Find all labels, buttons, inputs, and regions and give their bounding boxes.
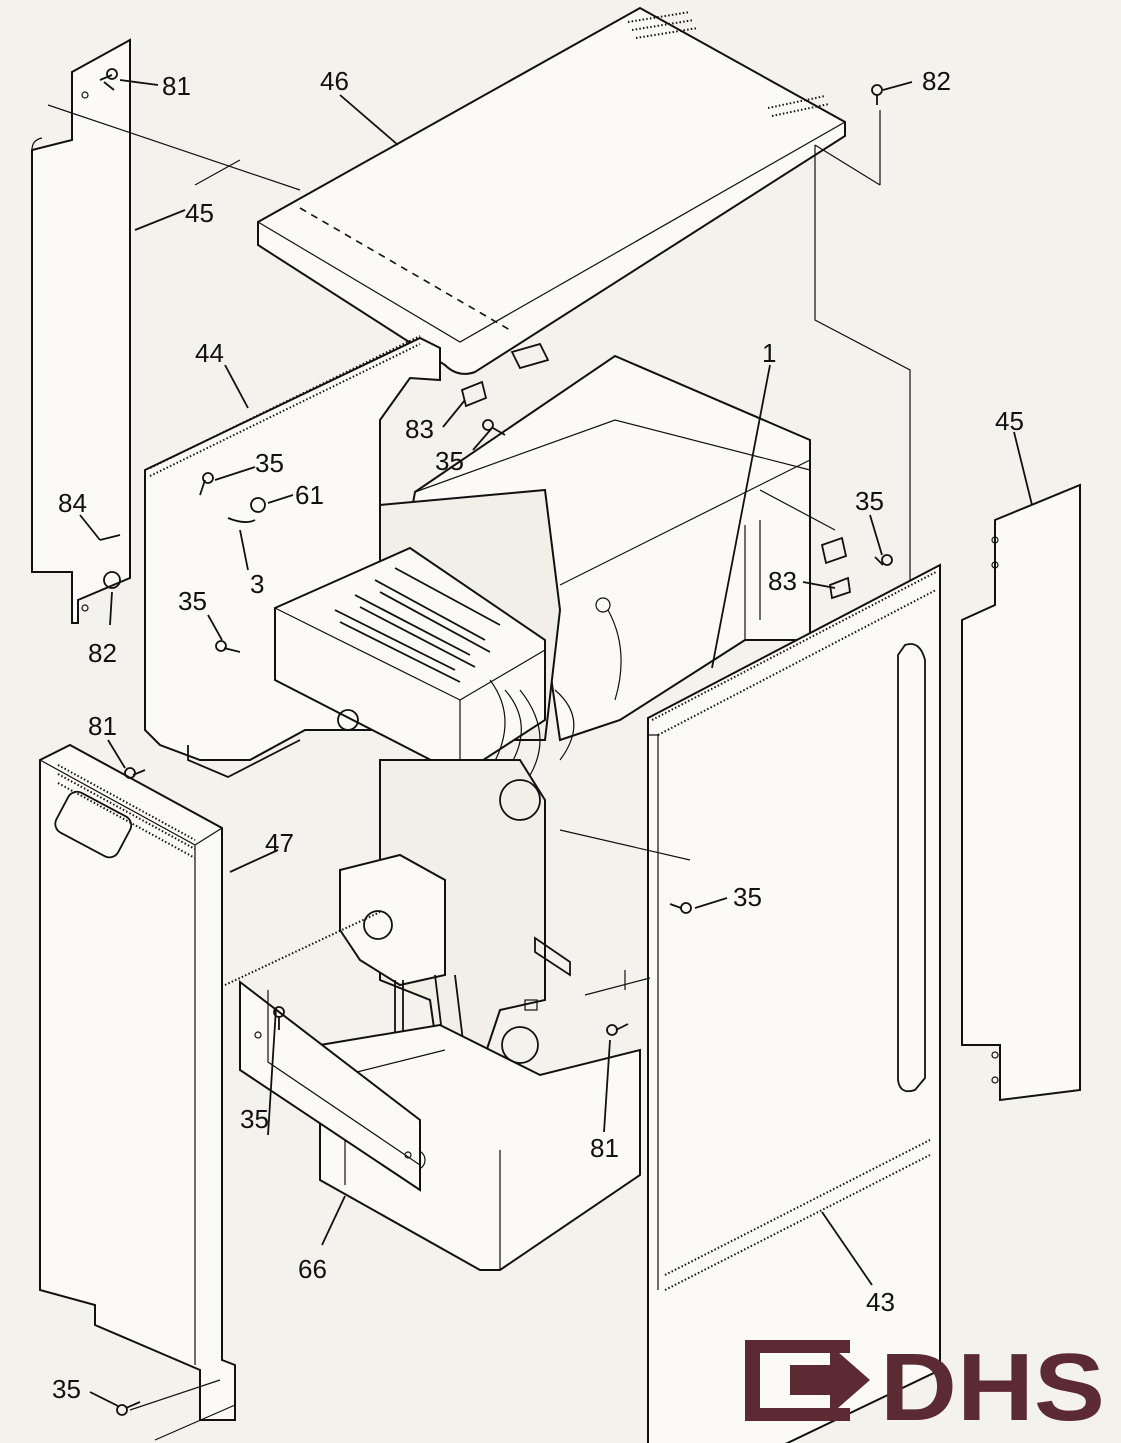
label-47: 47 — [265, 828, 294, 858]
bottom-bracket-66 — [239, 979, 421, 1192]
right-side-panel-43 — [647, 563, 941, 1443]
label-3: 3 — [250, 569, 264, 599]
label-1: 1 — [762, 338, 776, 368]
dhs-logo: DHS — [745, 1334, 1105, 1441]
label-61: 61 — [295, 480, 324, 510]
label-35-back: 35 — [255, 448, 284, 478]
label-84: 84 — [58, 488, 87, 518]
alignment-lines — [47, 104, 911, 1441]
label-35-bracket: 35 — [240, 1104, 269, 1134]
label-45-right: 45 — [995, 406, 1024, 436]
label-82-left: 82 — [88, 638, 117, 668]
left-side-panel-45 — [31, 38, 131, 624]
label-81-top: 81 — [162, 71, 191, 101]
label-35-right: 35 — [855, 486, 884, 516]
leader-lines — [79, 79, 1033, 1407]
base-frame — [319, 999, 641, 1271]
label-83-right: 83 — [768, 566, 797, 596]
label-43: 43 — [866, 1287, 895, 1317]
front-panel-47 — [39, 743, 381, 1421]
top-cover-46 — [257, 6, 846, 375]
dhs-logo-text: DHS — [880, 1334, 1105, 1441]
label-35-burner: 35 — [178, 586, 207, 616]
label-35-front-right: 35 — [733, 882, 762, 912]
label-35-bottom: 35 — [52, 1374, 81, 1404]
label-82-top: 82 — [922, 66, 951, 96]
label-66: 66 — [298, 1254, 327, 1284]
label-35-middle: 35 — [435, 446, 464, 476]
part-number-labels: 81 46 82 45 44 1 83 45 35 35 61 84 35 3 … — [52, 66, 1024, 1404]
burner-box — [274, 546, 575, 791]
label-44: 44 — [195, 338, 224, 368]
label-81-left: 81 — [88, 711, 117, 741]
label-81-bottom: 81 — [590, 1133, 619, 1163]
label-46: 46 — [320, 66, 349, 96]
right-side-panel-45 — [961, 483, 1081, 1102]
label-83-left: 83 — [405, 414, 434, 444]
dhs-arrow-icon — [745, 1340, 870, 1421]
label-45-left: 45 — [185, 198, 214, 228]
small-hardware — [99, 68, 893, 1416]
